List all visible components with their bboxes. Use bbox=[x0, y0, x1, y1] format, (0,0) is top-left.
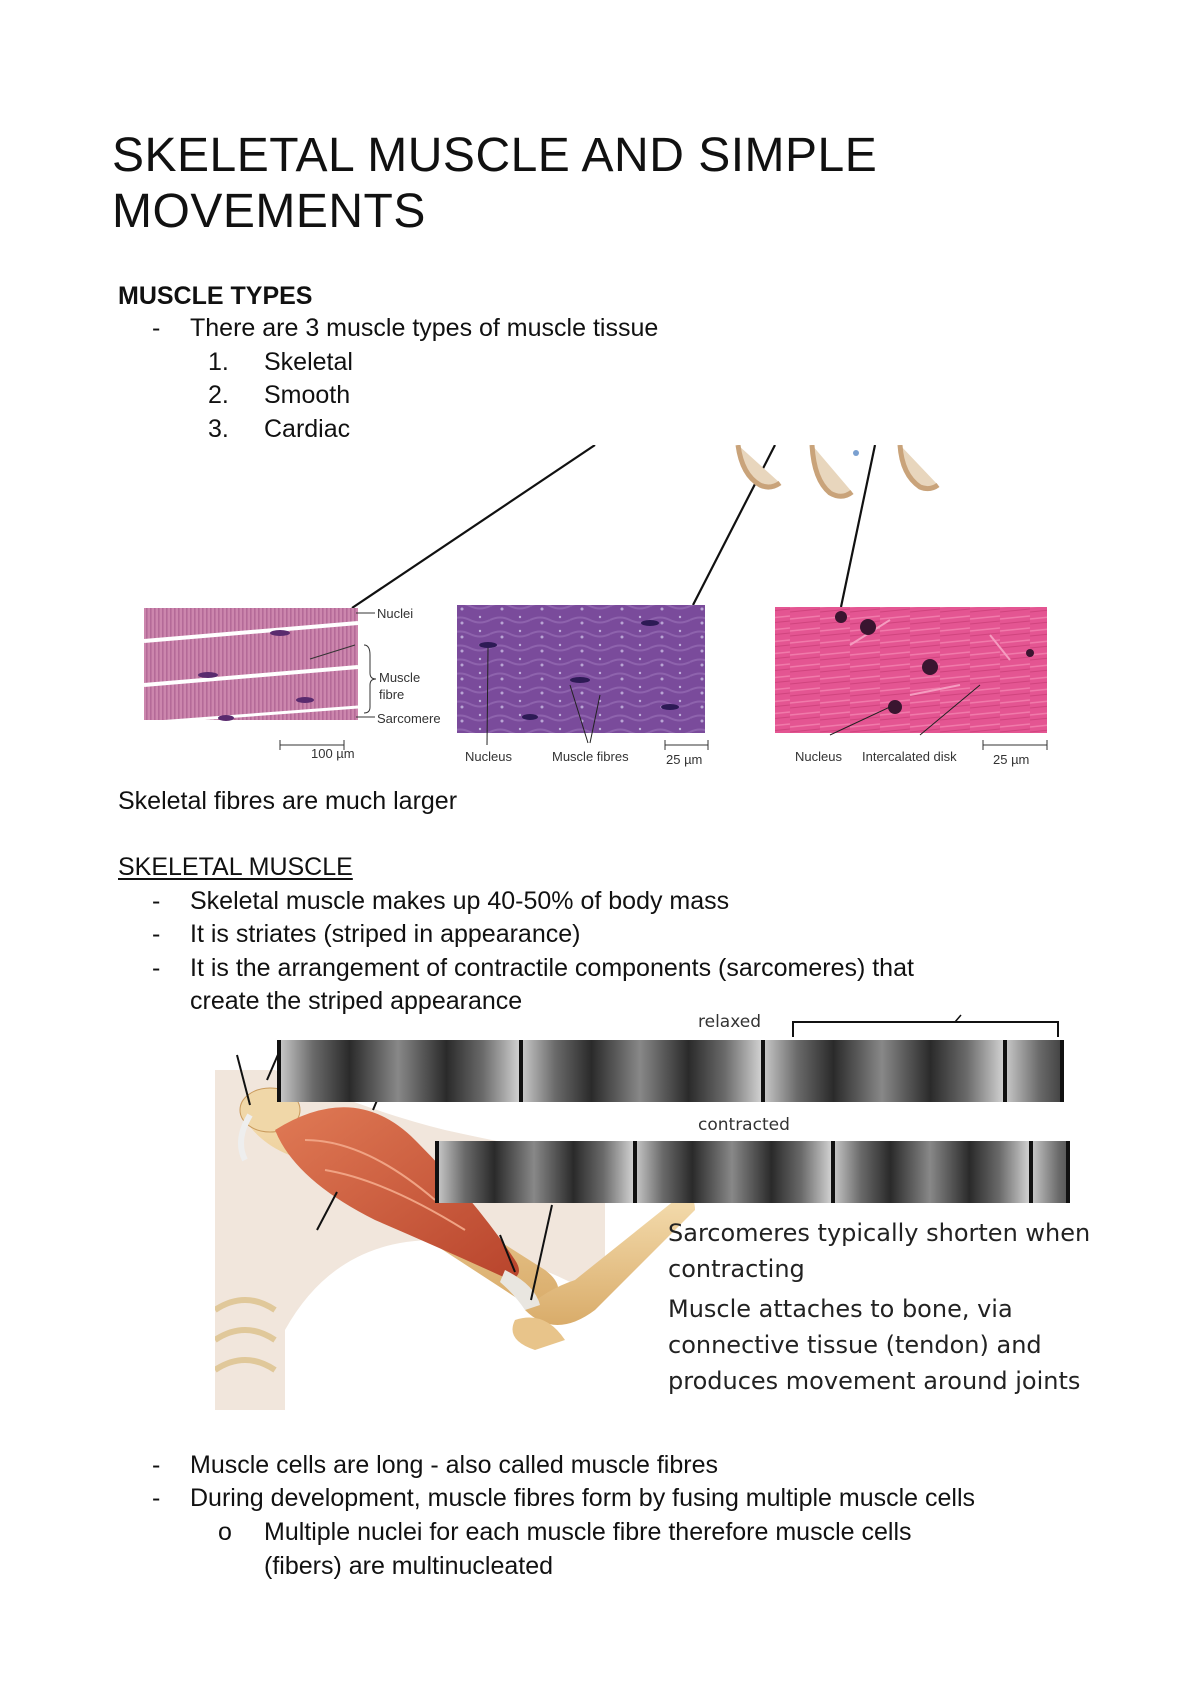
figure-text-line: produces movement around joints bbox=[668, 1367, 1081, 1395]
list-number: 3. bbox=[208, 415, 229, 443]
bullet-text-continued: create the striped appearance bbox=[190, 987, 523, 1015]
bullet-dash: - bbox=[152, 314, 161, 342]
bullet-text: During development, muscle fibres form b… bbox=[190, 1484, 976, 1512]
list-item: Smooth bbox=[264, 381, 351, 409]
label-intercalated-disk: Intercalated disk bbox=[862, 749, 957, 764]
list-number: 2. bbox=[208, 381, 229, 409]
fibres-note: Skeletal fibres are much larger bbox=[118, 787, 458, 815]
scale-skeletal: 100 µm bbox=[311, 746, 355, 761]
sub-bullet-marker: o bbox=[218, 1518, 232, 1546]
section-heading-muscle-types: MUSCLE TYPES bbox=[118, 282, 313, 310]
label-cardiac-nucleus: Nucleus bbox=[795, 749, 842, 764]
sarcomere-arm-figure bbox=[215, 1014, 1070, 1410]
scale-smooth: 25 µm bbox=[666, 752, 703, 767]
section-heading-skeletal-muscle: SKELETAL MUSCLE bbox=[118, 853, 353, 881]
label-fibre: fibre bbox=[379, 687, 405, 702]
label-contracted: contracted bbox=[698, 1115, 790, 1135]
bullet-dash: - bbox=[152, 887, 161, 915]
bullet-text: Muscle cells are long - also called musc… bbox=[190, 1451, 718, 1479]
label-sarcomere: Sarcomere bbox=[377, 711, 441, 726]
label-smooth-nucleus: Nucleus bbox=[465, 749, 512, 764]
bullet-dash: - bbox=[152, 1484, 161, 1512]
sub-bullet-text: Multiple nuclei for each muscle fibre th… bbox=[264, 1518, 912, 1546]
bullet-dash: - bbox=[152, 920, 161, 948]
figure-text-line: Muscle attaches to bone, via bbox=[668, 1295, 1013, 1323]
scale-cardiac: 25 µm bbox=[993, 752, 1030, 767]
list-item: Cardiac bbox=[264, 415, 351, 443]
muscle-histology-figure bbox=[143, 445, 1048, 750]
figure-text-line: connective tissue (tendon) and bbox=[668, 1331, 1042, 1359]
figure-text-line: Sarcomeres typically shorten when bbox=[668, 1219, 1091, 1247]
label-relaxed: relaxed bbox=[698, 1012, 762, 1032]
bullet-text: There are 3 muscle types of muscle tissu… bbox=[190, 314, 659, 342]
sub-bullet-text-continued: (fibers) are multinucleated bbox=[264, 1552, 554, 1580]
label-nuclei: Nuclei bbox=[377, 606, 414, 621]
bullet-dash: - bbox=[152, 1451, 161, 1479]
bullet-text: Skeletal muscle makes up 40-50% of body … bbox=[190, 887, 730, 915]
figure-text-line: contracting bbox=[668, 1255, 805, 1283]
bullet-text: It is striates (striped in appearance) bbox=[190, 920, 581, 948]
bullet-dash: - bbox=[152, 954, 161, 982]
label-muscle: Muscle bbox=[379, 670, 421, 685]
label-muscle-fibres: Muscle fibres bbox=[552, 749, 629, 764]
bullet-text: It is the arrangement of contractile com… bbox=[190, 954, 914, 982]
list-item: Skeletal bbox=[264, 348, 353, 376]
list-number: 1. bbox=[208, 348, 229, 376]
page-title: SKELETAL MUSCLE AND SIMPLE MOVEMENTS bbox=[112, 129, 878, 238]
